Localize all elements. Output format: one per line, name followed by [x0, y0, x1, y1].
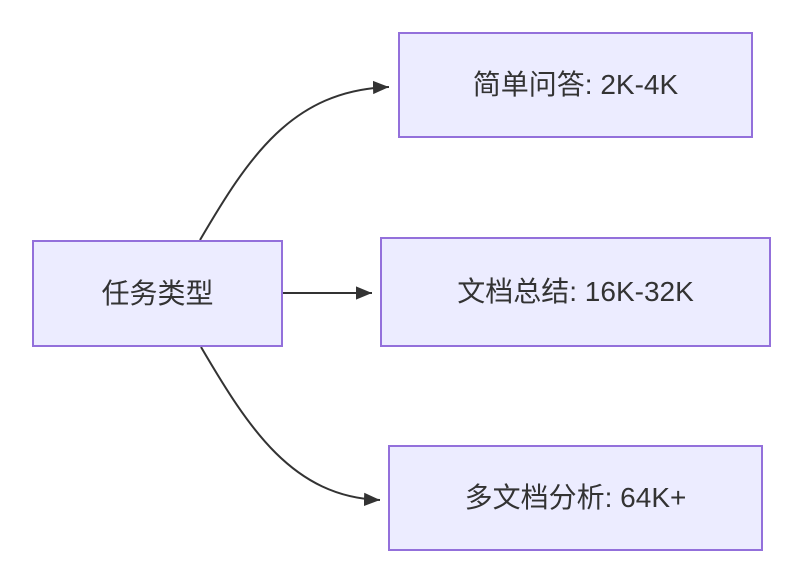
node-simple-qa-label: 简单问答: 2K-4K — [472, 69, 679, 100]
node-multi-doc-analysis-label: 多文档分析: 64K+ — [464, 482, 687, 513]
node-simple-qa: 简单问答: 2K-4K — [398, 32, 753, 138]
edge-root-to-simple-qa — [199, 80, 390, 241]
node-doc-summary: 文档总结: 16K-32K — [380, 237, 771, 347]
node-doc-summary-label: 文档总结: 16K-32K — [457, 276, 694, 307]
node-task-type-label: 任务类型 — [101, 277, 214, 309]
node-multi-doc-analysis: 多文档分析: 64K+ — [388, 445, 763, 551]
node-task-type: 任务类型 — [32, 240, 283, 347]
edge-root-to-multi-doc — [200, 346, 381, 507]
